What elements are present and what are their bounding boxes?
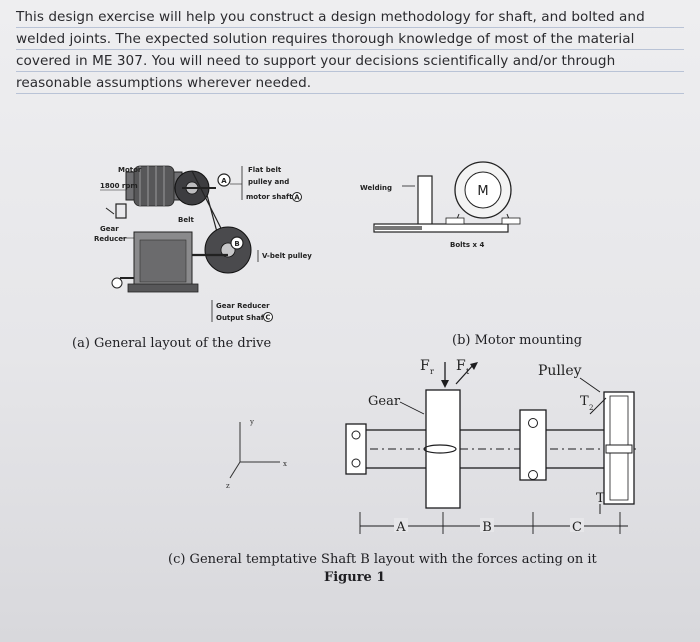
axis-y-label: y	[249, 418, 254, 426]
gear-label: Gear	[100, 225, 119, 233]
marker-c-label: C	[265, 314, 270, 322]
dim-a: A	[395, 520, 406, 535]
rpm-label: 1800 rpm	[100, 182, 138, 190]
axis-z	[229, 461, 241, 479]
panel-c-shaft-layout: y x z	[168, 358, 636, 585]
welding-label: Welding	[360, 184, 392, 192]
ft-arrow	[455, 363, 475, 385]
t2-label: T	[580, 394, 589, 409]
gear	[425, 389, 461, 509]
v-belt-label: V-belt pulley	[262, 252, 312, 260]
bolts-label: Bolts x 4	[450, 241, 484, 249]
t-label: T	[596, 491, 605, 506]
gear-reducer-label: Gear Reducer	[216, 302, 270, 310]
output-shaft-label: Output Shaft	[216, 314, 268, 322]
intro-paragraph: This design exercise will help you const…	[16, 6, 684, 94]
bracket	[417, 175, 433, 227]
fr-label: F	[420, 358, 430, 374]
axis-z-label: z	[226, 482, 230, 490]
marker-a-label: A	[294, 194, 300, 202]
caption-a: (a) General layout of the drive	[72, 336, 271, 351]
right-bearing	[519, 409, 547, 481]
pulley-label: Pulley	[538, 363, 582, 379]
left-bearing	[345, 423, 367, 475]
caption-b: (b) Motor mounting	[452, 333, 582, 348]
marker-a: A	[221, 177, 227, 185]
dim-b: B	[482, 520, 492, 535]
fr-sub: r	[430, 367, 434, 376]
gear-label: Gear	[368, 394, 401, 409]
pulley-and-label: pulley and	[248, 178, 289, 186]
marker-b: B	[234, 240, 239, 248]
panel-b-motor-mounting: Welding M Bolts x 4 (b) Motor mounting	[360, 161, 582, 348]
motor-letter: M	[477, 184, 488, 199]
panel-a-drive-layout: A B	[72, 165, 312, 351]
caption-c: (c) General temptative Shaft B layout wi…	[168, 552, 598, 567]
figure-label: Figure 1	[324, 570, 385, 585]
dim-c: C	[572, 520, 582, 535]
axis-x-label: x	[283, 460, 287, 468]
ft-sub: t	[466, 367, 470, 376]
flat-belt-label: Flat belt	[248, 166, 282, 174]
motor-label: Motor	[118, 166, 142, 174]
motor-shaft-label: motor shaft	[246, 193, 293, 201]
belt-label: Belt	[178, 216, 194, 224]
ft-label: F	[456, 358, 466, 374]
reducer-label: Reducer	[94, 235, 127, 243]
t2-sub: 2	[589, 404, 593, 412]
